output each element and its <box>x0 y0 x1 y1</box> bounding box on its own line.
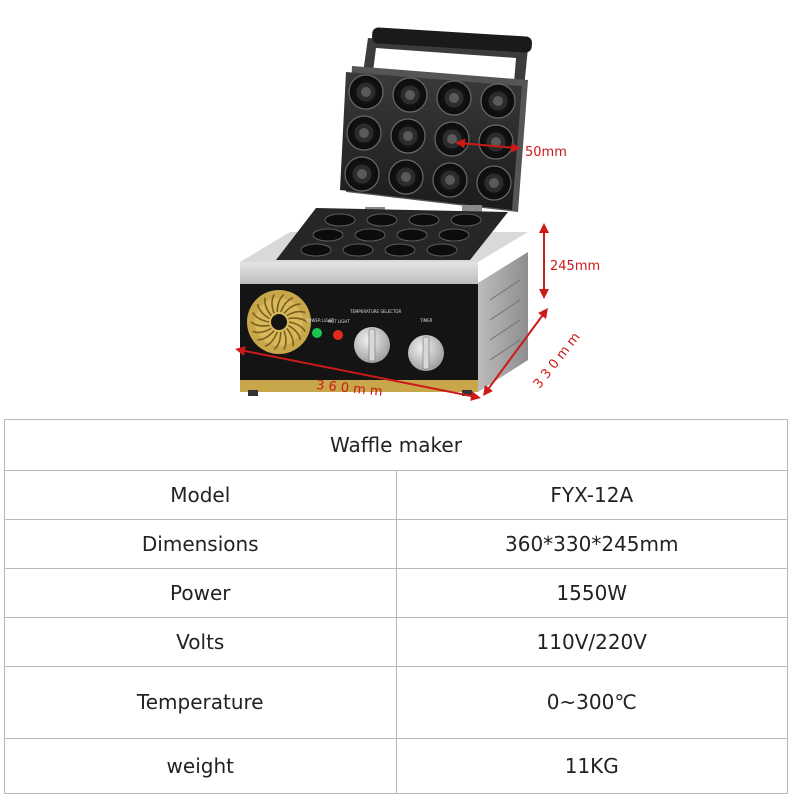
spec-value: 110V/220V <box>395 616 788 667</box>
base-mold <box>354 228 386 242</box>
hot-light-label: HOT LIGHT <box>328 319 350 324</box>
lid-plate <box>340 66 528 212</box>
spec-table-title: Waffle maker <box>4 418 788 472</box>
spec-value: 11KG <box>395 737 788 795</box>
base-mold <box>342 243 374 257</box>
spec-table: Waffle maker Model FYX-12A Dimensions 36… <box>4 418 788 795</box>
temperature-selector-label: TEMPERATURE SELECTOR <box>349 309 402 314</box>
timer-label: TIMER <box>419 318 433 323</box>
spec-value: 0~300℃ <box>395 665 788 739</box>
gold-dial <box>247 290 311 354</box>
spec-value: FYX-12A <box>395 470 788 521</box>
machine-base: POWER LIGHT HOT LIGHT TEMPERATURE SELECT… <box>240 208 528 396</box>
base-mold <box>366 213 398 227</box>
base-mold <box>300 243 332 257</box>
power-indicator-light <box>312 328 322 338</box>
base-mold <box>396 228 428 242</box>
spec-row: Volts 110V/220V <box>4 616 788 667</box>
dimension-height: 245mm <box>539 223 600 299</box>
spec-label: Model <box>4 470 397 521</box>
spec-row: Temperature 0~300℃ <box>4 665 788 739</box>
base-mold <box>438 228 470 242</box>
product-illustration: POWER LIGHT HOT LIGHT TEMPERATURE SELECT… <box>235 27 600 401</box>
lid-handle <box>362 27 532 108</box>
dimension-width: 3 6 0 m m <box>235 346 481 401</box>
depth-label: 3 3 0 m m <box>531 330 584 392</box>
spec-label: Temperature <box>4 665 397 739</box>
spec-row: Power 1550W <box>4 568 788 618</box>
base-mold <box>426 243 458 257</box>
base-mold <box>450 213 482 227</box>
spec-label: weight <box>4 737 397 795</box>
spec-value: 360*330*245mm <box>395 519 788 570</box>
spec-value: 1550W <box>395 568 788 618</box>
spec-row: weight 11KG <box>4 737 788 795</box>
spec-row: Model FYX-12A <box>4 470 788 521</box>
base-mold <box>324 213 356 227</box>
timer-knob <box>408 335 444 371</box>
spec-label: Dimensions <box>4 519 397 570</box>
power-light-label: POWER LIGHT <box>306 318 335 323</box>
spec-title-row: Waffle maker <box>4 418 788 472</box>
temperature-knob <box>354 327 390 363</box>
spec-label: Volts <box>4 616 397 667</box>
spec-row: Dimensions 360*330*245mm <box>4 519 788 570</box>
hot-indicator-light <box>333 330 343 340</box>
base-mold-grid <box>300 213 482 257</box>
cavity-size-label: 50mm <box>525 145 567 160</box>
width-label: 3 6 0 m m <box>315 378 383 400</box>
height-label: 245mm <box>550 259 600 274</box>
base-mold <box>312 228 344 242</box>
spec-label: Power <box>4 568 397 618</box>
base-mold <box>384 243 416 257</box>
dimension-cavity: 50mm <box>455 138 567 160</box>
base-mold <box>408 213 440 227</box>
